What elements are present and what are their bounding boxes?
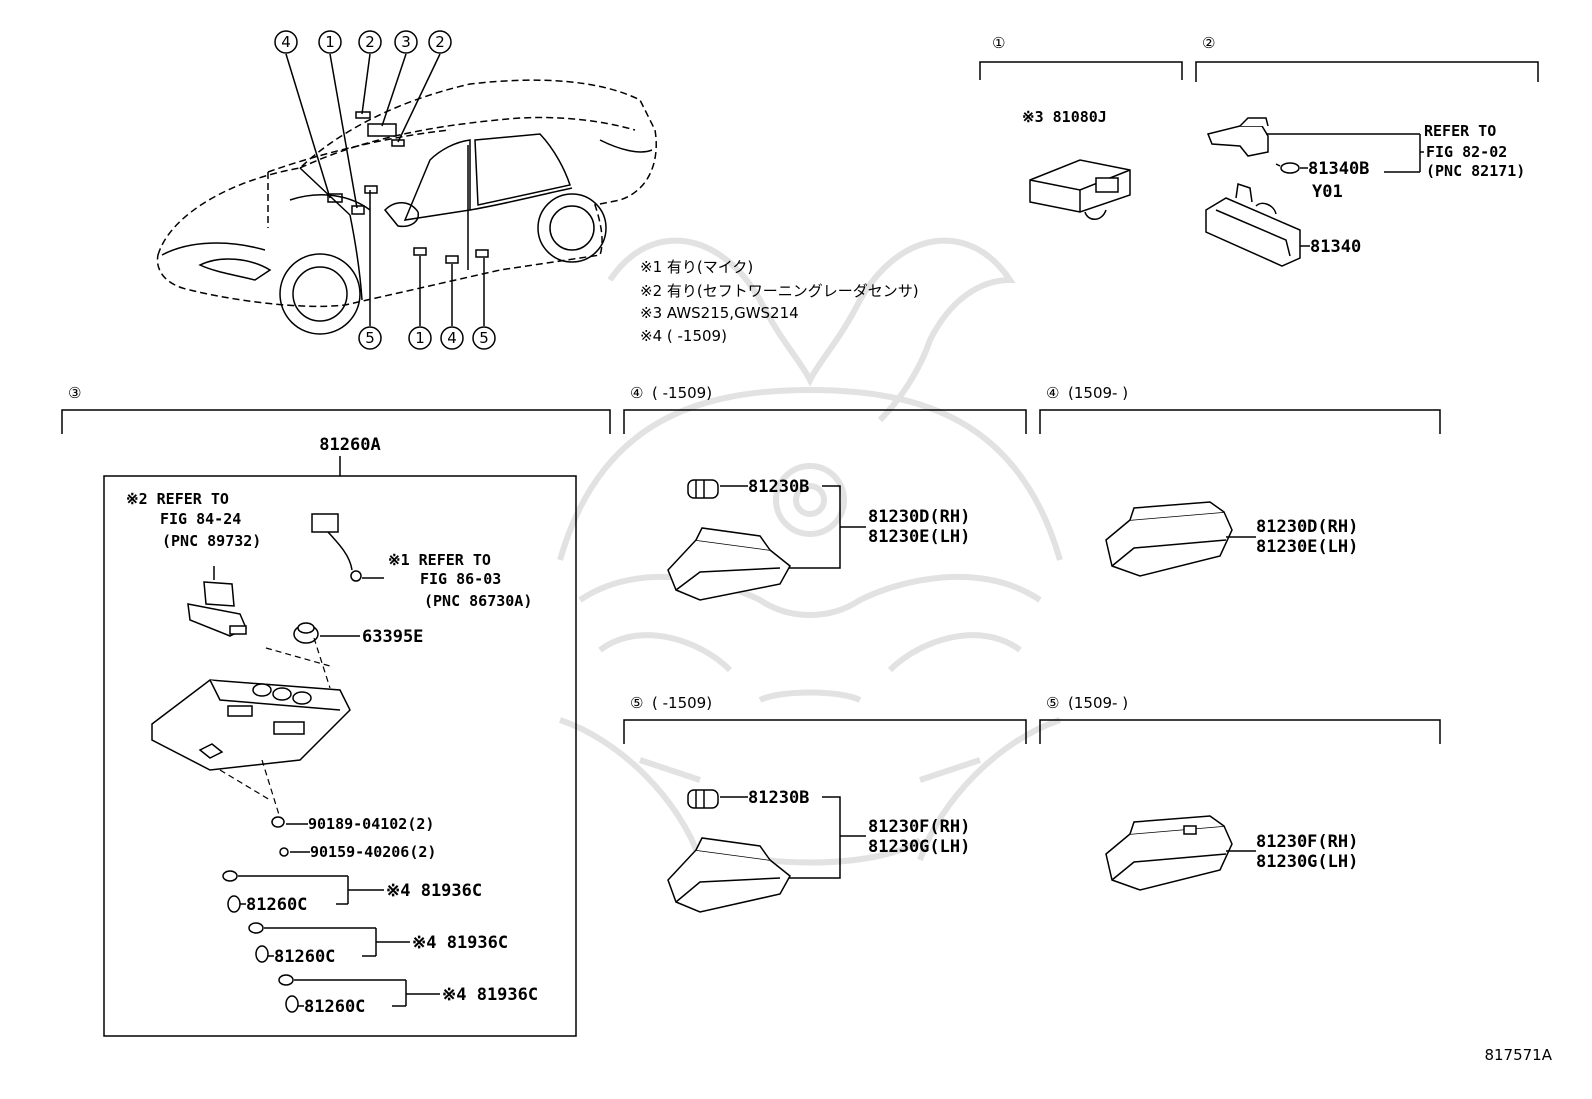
refer-3b-line-3: (PNC 86730A) [424,592,532,610]
lamp-housing-illustration [1205,183,1301,267]
part-81340b-color: Y01 [1312,182,1343,202]
notes-block: ※1 有り(マイク) ※2 有り(セフトワーニングレーダセンサ) ※3 AWS2… [640,258,919,345]
part-lh-5b: 81230G(LH) [1256,852,1358,872]
refer-3a-line-3: (PNC 89732) [162,532,261,550]
part-81936c-3: ※4 81936C [442,985,538,1005]
section-2-label: ② [1202,34,1215,52]
bulb-row-1: 81260C ※4 81936C [222,870,482,915]
refer-2-line-1: REFER TO [1424,122,1496,140]
refer-3b-line-2: FIG 86-03 [420,570,501,588]
bolt-illustration [271,816,289,857]
section-2: ② REFER TO FIG 82-02 (PNC 82171) 81340B … [1195,34,1539,267]
section-5a-range: ( -1509) [652,694,712,712]
part-rh-4b: 81230D(RH) [1256,517,1358,537]
part-81230b-4a: 81230B [748,477,809,497]
part-81260c-1: 81260C [246,895,307,915]
radar-sensor-illustration [187,566,247,637]
part-90189-04102: 90189-04102(2) [308,815,434,833]
part-rh-5b: 81230F(RH) [1256,832,1358,852]
section-4a-range: ( -1509) [652,384,712,402]
section-5b-label: ⑤ [1046,694,1059,712]
section-5b-range: (1509- ) [1068,694,1128,712]
courtesy-lamp-4a-illustration [667,527,791,601]
courtesy-lamp-5a-illustration [667,837,791,913]
section-4a: ④ ( -1509) 81230B 81230D(RH) 81230E(LH) [623,384,1027,601]
callout-top-3: 2 [365,33,375,51]
part-81260c-3: 81260C [304,997,365,1017]
section-5b: ⑤ (1509- ) 81230F(RH) 81230G(LH) [1039,694,1441,891]
part-81936c-1: ※4 81936C [386,881,482,901]
callout-top-1: 4 [281,33,291,51]
refer-2-line-2: FIG 82-02 [1426,143,1507,161]
part-rh-5a: 81230F(RH) [868,817,970,837]
part-lh-5a: 81230G(LH) [868,837,970,857]
figure-code: 817571A [1484,1046,1552,1064]
connector-illustration [1206,117,1269,157]
callout-top-5: 2 [435,33,445,51]
part-81340: 81340 [1310,237,1361,257]
car-callouts-bottom: 5 1 4 5 [358,326,496,350]
note-1: ※1 有り(マイク) [640,258,753,276]
part-lh-4b: 81230E(LH) [1256,537,1358,557]
section-4b-label: ④ [1046,384,1059,402]
part-81340b: 81340B [1308,159,1369,179]
refer-3a-line-1: ※2 REFER TO [126,490,229,508]
section-5a: ⑤ ( -1509) 81230B 81230F(RH) 81230G(LH) [623,694,1027,913]
note-2: ※2 有り(セフトワーニングレーダセンサ) [640,282,919,300]
section-1-label: ① [992,34,1005,52]
car-callouts-top: 4 1 2 3 2 [274,30,452,54]
callout-top-2: 1 [325,33,335,51]
part-lh-4a: 81230E(LH) [868,527,970,547]
section-3-label: ③ [68,384,81,402]
courtesy-lamp-5b-illustration [1105,815,1233,891]
note-3: ※3 AWS215,GWS214 [640,304,799,322]
part-81260c-2: 81260C [274,947,335,967]
section-4b-range: (1509- ) [1068,384,1128,402]
watermark-logo [557,237,1063,866]
sensor-illustration [1029,159,1131,220]
part-81230b-5a: 81230B [748,788,809,808]
section-5a-label: ⑤ [630,694,643,712]
note-4: ※4 ( -1509) [640,327,727,345]
wedge-bulb-5a-illustration [687,789,719,809]
part-81080j: ※3 81080J [1022,108,1107,126]
bulb-row-3: 81260C ※4 81936C [278,974,538,1017]
part-rh-4a: 81230D(RH) [868,507,970,527]
part-90159-40206: 90159-40206(2) [310,843,436,861]
callout-bottom-3: 4 [447,329,457,347]
section-1: ① ※3 81080J [979,34,1183,220]
callout-bottom-2: 1 [415,329,425,347]
section-4b: ④ (1509- ) 81230D(RH) 81230E(LH) [1039,384,1441,577]
vehicle-illustration [156,53,657,335]
part-81260a: 81260A [319,435,380,455]
section-3: ③ 81260A ※2 REFER TO FIG 84-24 (PNC 8973… [61,384,611,1037]
part-63395e: 63395E [362,627,423,647]
callout-bottom-1: 5 [365,329,375,347]
socket-illustration [293,622,319,644]
bulb-row-2: 81260C ※4 81936C [248,922,508,967]
part-81936c-2: ※4 81936C [412,933,508,953]
microphone-illustration [311,513,362,582]
callout-top-4: 3 [401,33,411,51]
wedge-bulb-illustration [1275,162,1300,174]
wedge-bulb-4a-illustration [687,479,719,499]
callout-bottom-4: 5 [479,329,489,347]
refer-3b-line-1: ※1 REFER TO [388,551,491,569]
section-4a-label: ④ [630,384,643,402]
assembly-box [103,475,577,1037]
refer-2-line-3: (PNC 82171) [1426,162,1525,180]
refer-3a-line-2: FIG 84-24 [160,510,241,528]
overhead-console-illustration [151,679,351,771]
courtesy-lamp-4b-illustration [1105,501,1233,577]
